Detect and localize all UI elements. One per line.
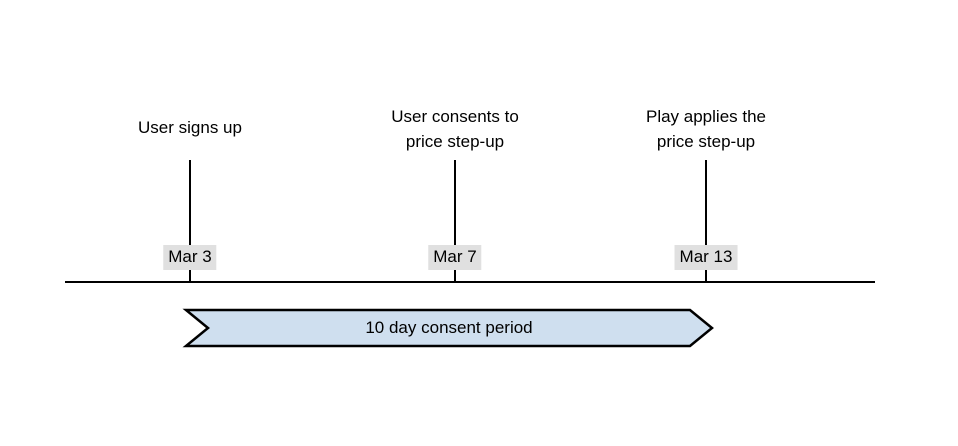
milestone-caption-3: Play applies the price step-up <box>645 107 767 151</box>
milestone-tick-2 <box>454 160 456 282</box>
milestone-tick-1 <box>189 160 191 282</box>
timeline-axis <box>65 281 875 283</box>
milestone-tick-3 <box>705 160 707 282</box>
milestone-caption-2: User consents to price step-up <box>391 107 519 151</box>
milestone-date-2: Mar 7 <box>428 245 482 270</box>
milestone-date-3: Mar 13 <box>674 245 738 270</box>
banner-arrow-polygon <box>182 308 714 348</box>
milestone-caption-1: User signs up <box>138 118 242 137</box>
milestone-date-1: Mar 3 <box>163 245 217 270</box>
consent-period-banner-shape <box>182 308 714 348</box>
consent-period-banner: 10 day consent period <box>182 308 714 348</box>
